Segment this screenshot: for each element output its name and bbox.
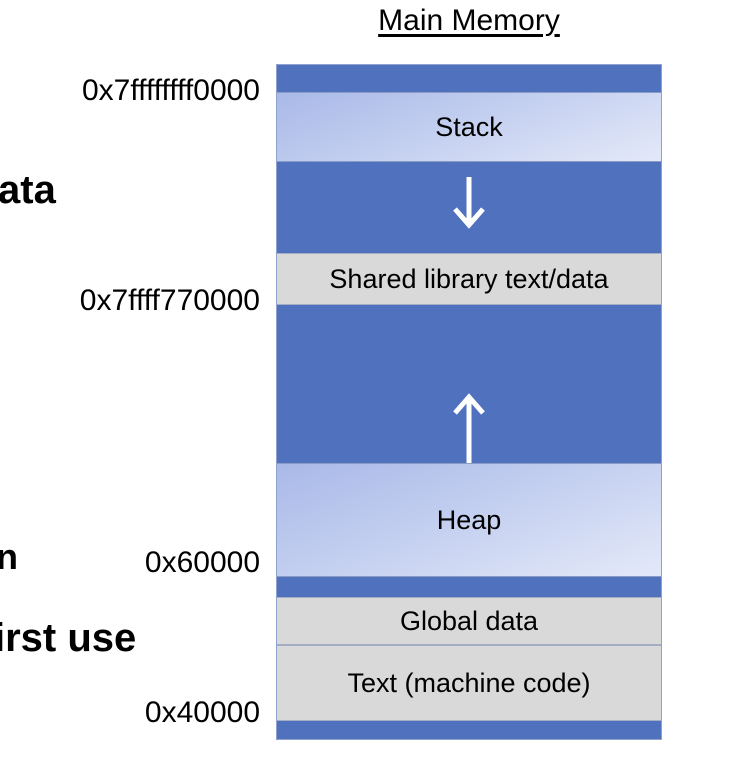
text-segment-label: Text (machine code) <box>347 667 591 698</box>
heap-segment: Heap <box>277 463 661 577</box>
stack-segment-label: Stack <box>435 111 503 142</box>
background-text-fragment: n <box>0 536 18 577</box>
text-segment: Text (machine code) <box>277 645 661 721</box>
stack-segment: Stack <box>277 92 661 162</box>
background-text-fragment: irst use <box>0 616 137 660</box>
global-data-segment: Global data <box>277 597 661 645</box>
address-label-shared-library: 0x7ffff770000 <box>79 284 260 317</box>
arrow-down-icon <box>453 177 485 229</box>
heap-segment-label: Heap <box>436 504 502 535</box>
diagram-title: Main Memory <box>378 4 560 37</box>
arrow-up-icon <box>453 393 485 463</box>
address-label-text-start: 0x40000 <box>144 696 260 729</box>
shared-library-segment-label: Shared library text/data <box>329 263 609 294</box>
background-text-fragment: ata <box>0 168 56 212</box>
shared-library-segment: Shared library text/data <box>277 253 661 305</box>
address-label-heap-start: 0x60000 <box>144 546 260 579</box>
memory-layout-column: Stack Shared library text/data Heap Glob… <box>276 64 662 740</box>
global-data-segment-label: Global data <box>399 605 539 636</box>
address-label-stack-top: 0x7ffffffff0000 <box>82 74 260 107</box>
